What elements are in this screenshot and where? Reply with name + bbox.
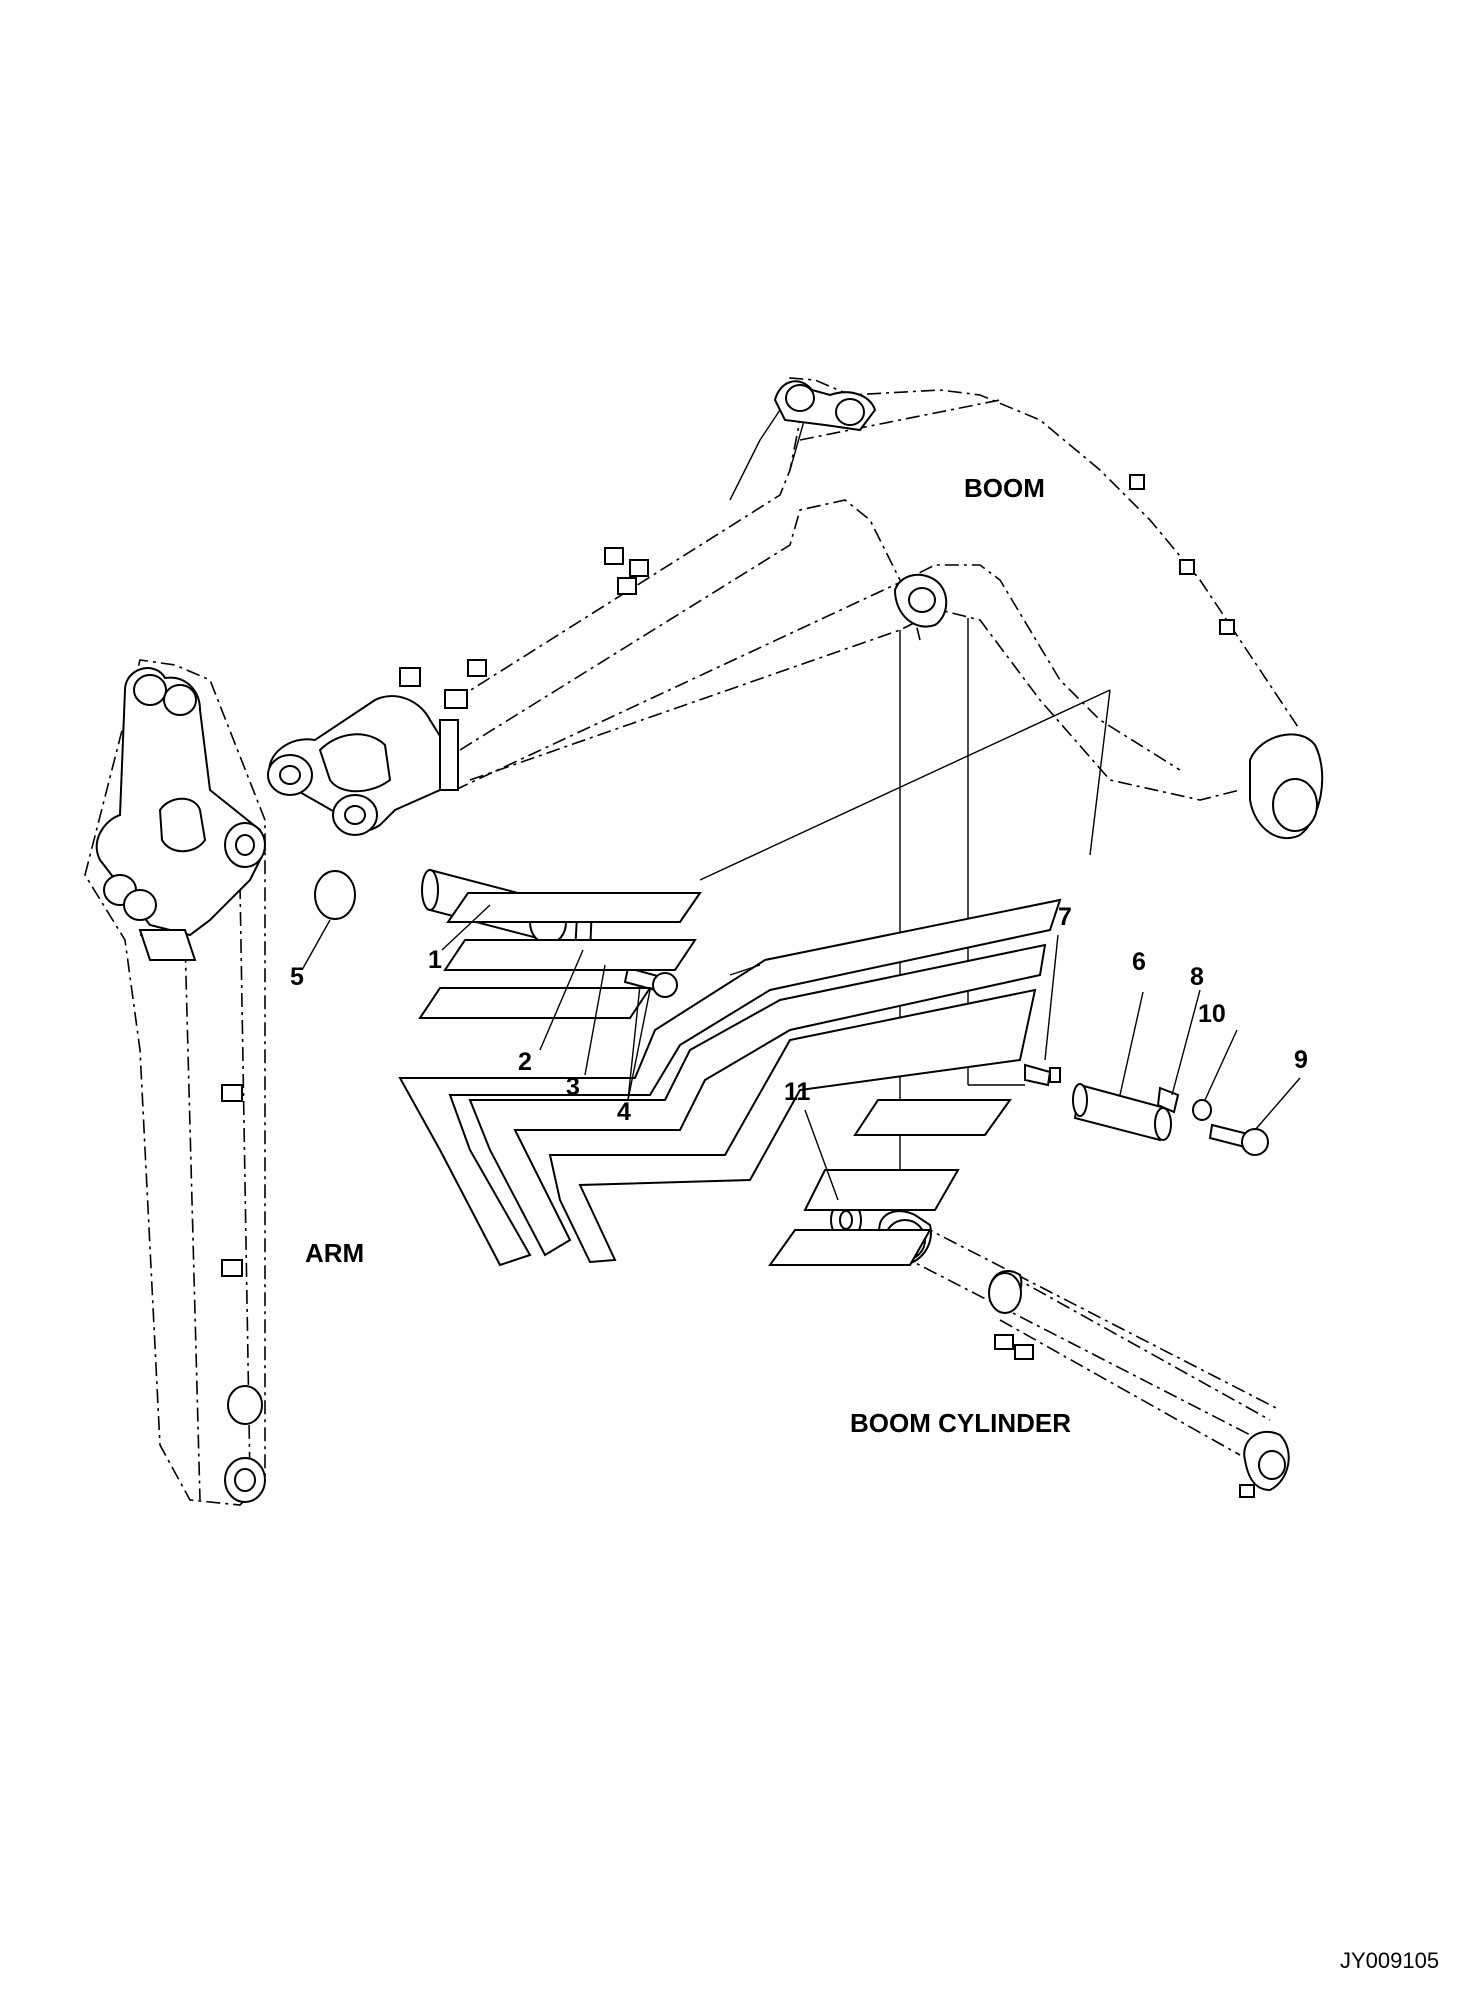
callout-3: 3	[566, 1073, 580, 1101]
boom-cylinder-drawing	[878, 1210, 1290, 1498]
drawing-code: JY009105	[1340, 1948, 1439, 1973]
callout-4: 4	[617, 1098, 631, 1126]
callout-labels: 1 2 3 4 5 6 7 8 9 10 11	[290, 903, 1308, 1126]
assembly-direction-symbol	[398, 689, 1111, 1267]
callout-7: 7	[1058, 903, 1072, 931]
callout-2: 2	[518, 1048, 532, 1076]
callout-1: 1	[428, 946, 442, 974]
leader-lines	[301, 904, 1301, 1201]
callout-10: 10	[1198, 1000, 1226, 1028]
boom-label: BOOM	[964, 473, 1045, 503]
arm-label: ARM	[305, 1238, 364, 1268]
arm-drawing	[84, 659, 267, 1506]
boom-cylinder-label: BOOM CYLINDER	[850, 1408, 1071, 1438]
callout-5: 5	[290, 963, 304, 991]
callout-9: 9	[1294, 1046, 1308, 1074]
boom-drawing	[267, 377, 1324, 1218]
callout-8: 8	[1190, 963, 1204, 991]
callout-6: 6	[1132, 948, 1146, 976]
callout-11: 11	[784, 1078, 811, 1106]
